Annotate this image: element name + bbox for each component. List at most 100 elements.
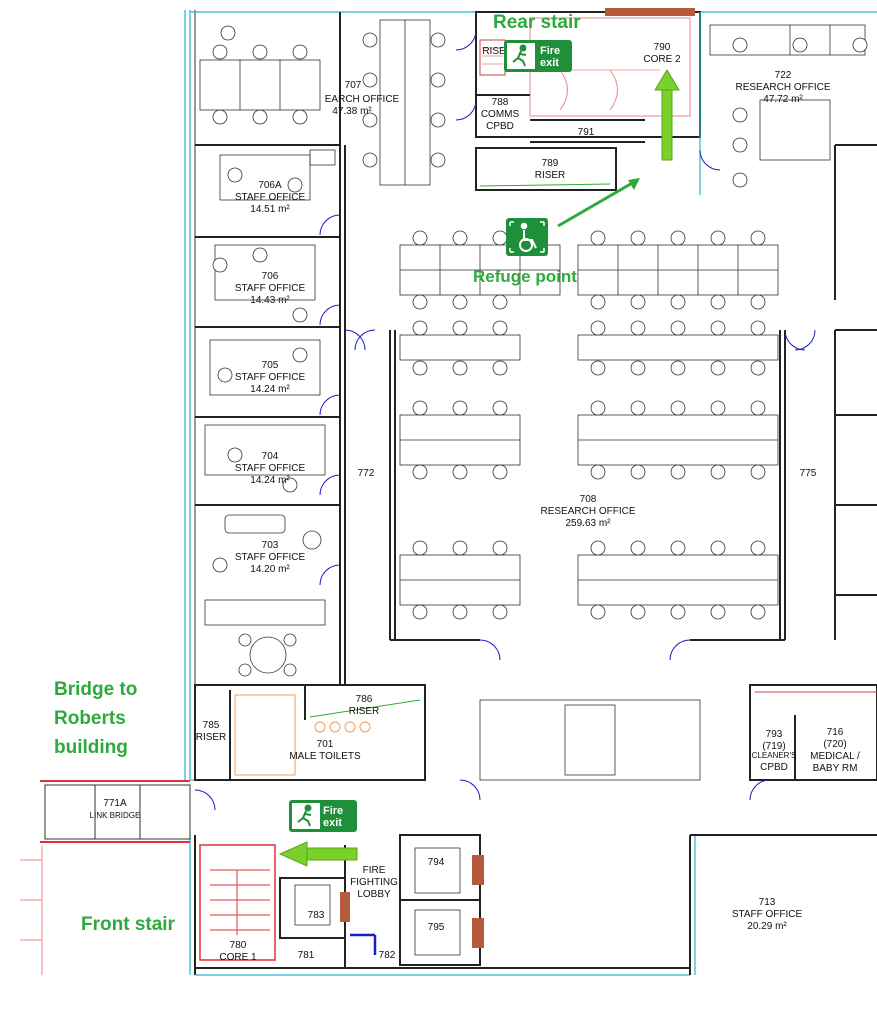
workstation-chair (590, 230, 606, 246)
workstation-chair (750, 294, 766, 310)
room-722-name: RESEARCH OFFICE (735, 82, 830, 93)
room-703-area: 14.20 m² (250, 564, 290, 575)
workstation-chair (670, 320, 686, 336)
workstation-chair (452, 294, 468, 310)
workstation-chair (630, 464, 646, 480)
room-701-number: 701 (317, 739, 334, 750)
room-785-number: 785 (203, 720, 220, 731)
workstation-chair (492, 464, 508, 480)
bridge-label-line1: Bridge to (54, 679, 137, 700)
room-722-area: 47.72 m² (763, 94, 803, 105)
workstation-chair (412, 400, 428, 416)
workstation-chair (452, 230, 468, 246)
room-716-name2: BABY RM (813, 763, 858, 774)
room-708-name: RESEARCH OFFICE (540, 506, 635, 517)
workstation-chair (750, 320, 766, 336)
room-716-name: MEDICAL / (810, 751, 860, 762)
workstation-chair (452, 320, 468, 336)
room-788-name: COMMS (481, 109, 520, 120)
room-704-name: STAFF OFFICE (235, 463, 306, 474)
workstation-chair (590, 464, 606, 480)
room-706-number: 706 (262, 271, 279, 282)
room-788-number: 788 (492, 97, 509, 108)
workstation-chair (590, 360, 606, 376)
workstation-chair (452, 604, 468, 620)
room-706-name: STAFF OFFICE (235, 283, 306, 294)
room-793-sub: (719) (762, 741, 785, 752)
workstation-chair (670, 540, 686, 556)
open-plan-workstations (389, 244, 786, 781)
bridge-label-line2: Roberts (54, 708, 126, 729)
workstation-chair (590, 604, 606, 620)
room-704-number: 704 (262, 451, 279, 462)
fire-lobby-line1: FIRE (363, 865, 386, 876)
workstation-chair (750, 540, 766, 556)
workstation-chair (710, 230, 726, 246)
room-793-small: CLEANER'S (752, 751, 797, 760)
room-707-area: 47.38 m² (332, 106, 372, 117)
workstation-chair (452, 360, 468, 376)
room-713-name: STAFF OFFICE (732, 909, 803, 920)
front-stair-label: Front stair (81, 914, 176, 935)
room-786-name: RISER (349, 706, 380, 717)
room-707-number: 707 (345, 80, 362, 91)
workstation-chair (412, 294, 428, 310)
room-706a-name: STAFF OFFICE (235, 192, 306, 203)
room-722-number: 722 (775, 70, 792, 81)
refuge-point-label: Refuge point (473, 267, 577, 286)
workstation-chair (630, 604, 646, 620)
room-781-number: 781 (298, 950, 315, 961)
workstation-chair (412, 464, 428, 480)
workstation-chair (670, 400, 686, 416)
workstation-chair (492, 360, 508, 376)
room-704-area: 14.24 m² (250, 475, 290, 486)
workstation-chair (750, 360, 766, 376)
room-782-number: 782 (379, 950, 396, 961)
room-785-name: RISER (196, 732, 227, 743)
room-713-area: 20.29 m² (747, 921, 787, 932)
workstation-chair (492, 400, 508, 416)
workstation-chair (750, 230, 766, 246)
room-708-area: 259.63 m² (565, 518, 611, 529)
bridge-label-line3: building (54, 737, 128, 758)
workstation-chair (670, 294, 686, 310)
room-783-number: 783 (308, 910, 325, 921)
wheelchair-icon (519, 222, 537, 252)
fire-exit-sign-top: Fire exit (504, 40, 572, 72)
fire-exit-top-line1: Fire (540, 45, 560, 57)
room-793-number: 793 (766, 729, 783, 740)
workstation-chair (710, 294, 726, 310)
room-706a-number: 706A (258, 180, 282, 191)
workstation-chair (710, 400, 726, 416)
room-716-number: 716 (827, 727, 844, 738)
room-701-name: MALE TOILETS (289, 751, 361, 762)
workstation-chair (492, 230, 508, 246)
up-arrow-head-icon (654, 69, 680, 91)
room-790-name: CORE 2 (643, 54, 681, 65)
route-arrows (278, 69, 680, 867)
workstation-chair (590, 320, 606, 336)
workstation-chair (710, 360, 726, 376)
right-rooms (749, 329, 877, 781)
rear-stair-label: Rear stair (493, 12, 581, 33)
doors (194, 29, 816, 811)
room-780-name: CORE 1 (219, 952, 257, 963)
fire-exit-bottom-line2: exit (323, 817, 342, 829)
room-labels: 707 EARCH OFFICE 47.38 m² RISE 788 COMMS… (90, 42, 860, 963)
workstation-chair (590, 294, 606, 310)
workstation-chair (412, 360, 428, 376)
room-703-number: 703 (262, 540, 279, 551)
workstation-chair (412, 604, 428, 620)
workstation-chair (670, 230, 686, 246)
workstation-chair (750, 464, 766, 480)
left-arrow-icon (304, 847, 358, 861)
workstation-chair (630, 320, 646, 336)
room-705-area: 14.24 m² (250, 384, 290, 395)
room-706a-area: 14.51 m² (250, 204, 290, 215)
workstation-chair (492, 294, 508, 310)
workstation-chair (492, 320, 508, 336)
workstation-chair (710, 464, 726, 480)
workstation-chair (452, 464, 468, 480)
workstation-chair (630, 540, 646, 556)
